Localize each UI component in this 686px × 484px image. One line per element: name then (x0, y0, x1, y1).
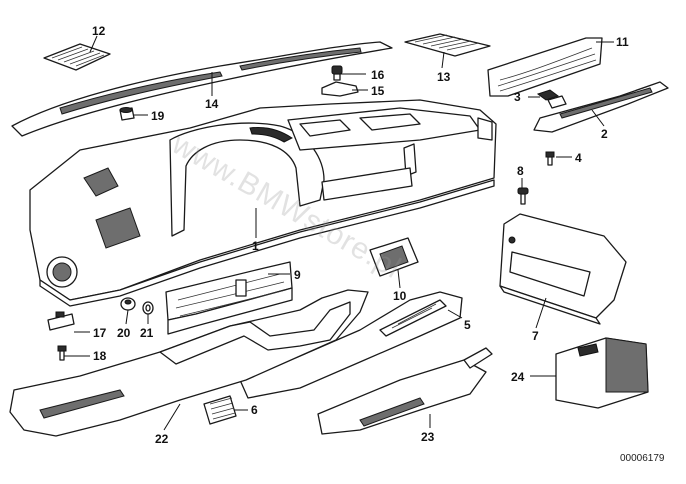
part-4-screw (545, 151, 555, 166)
callout-7: 7 (532, 329, 539, 343)
leader-lines (64, 35, 614, 431)
callout-9: 9 (294, 268, 301, 282)
callout-2: 2 (601, 127, 608, 141)
callout-10: 10 (393, 289, 407, 303)
part-15-bracket (321, 81, 359, 97)
part-18-screw (57, 345, 67, 361)
part-14-upper-trim-strip (11, 41, 393, 137)
callout-11: 11 (616, 35, 629, 49)
part-7-glove-box (499, 213, 627, 325)
callout-19: 19 (151, 109, 165, 123)
callout-20: 20 (117, 326, 131, 340)
part-17-clip (47, 311, 75, 331)
callout-17: 17 (93, 326, 107, 340)
part-12-speaker-grille (43, 43, 111, 71)
part-16-clip (331, 65, 343, 81)
part-3-clip (536, 89, 567, 109)
callout-24: 24 (511, 370, 525, 384)
part-10-vent-bezel (369, 237, 419, 277)
callout-labels: 12 13 11 16 15 14 19 3 2 4 8 1 7 9 10 5 … (92, 24, 629, 446)
part-11-wood-trim (487, 37, 603, 97)
part-8-screw (517, 187, 529, 205)
callout-4: 4 (575, 151, 582, 165)
callout-18: 18 (93, 349, 107, 363)
callout-21: 21 (140, 326, 154, 340)
callout-15: 15 (371, 84, 385, 98)
part-2-right-trim-strip (533, 81, 669, 133)
callout-14: 14 (205, 97, 219, 111)
callout-23: 23 (421, 430, 435, 444)
part-19-plug (119, 107, 135, 121)
part-20-plug (120, 297, 136, 311)
reference-code: 00006179 (620, 453, 665, 464)
callout-12: 12 (92, 24, 106, 38)
callout-22: 22 (155, 432, 169, 446)
callout-6: 6 (251, 403, 258, 417)
callout-3: 3 (514, 90, 521, 104)
part-22-knee-bolster (9, 289, 369, 437)
part-6-small-grille (203, 395, 237, 425)
part-23-floor-console (317, 347, 493, 435)
part-13-speaker-grille (404, 33, 491, 57)
part-21-grommet (142, 301, 154, 315)
part-5-console-trim (239, 291, 463, 399)
callout-5: 5 (464, 318, 471, 332)
callout-8: 8 (517, 164, 524, 178)
callout-1: 1 (252, 239, 259, 253)
callout-13: 13 (437, 70, 451, 84)
part-9-wood-trim (165, 261, 293, 335)
callout-16: 16 (371, 68, 385, 82)
part-1-dashboard-body (29, 99, 497, 307)
part-24-control-module (555, 337, 649, 409)
